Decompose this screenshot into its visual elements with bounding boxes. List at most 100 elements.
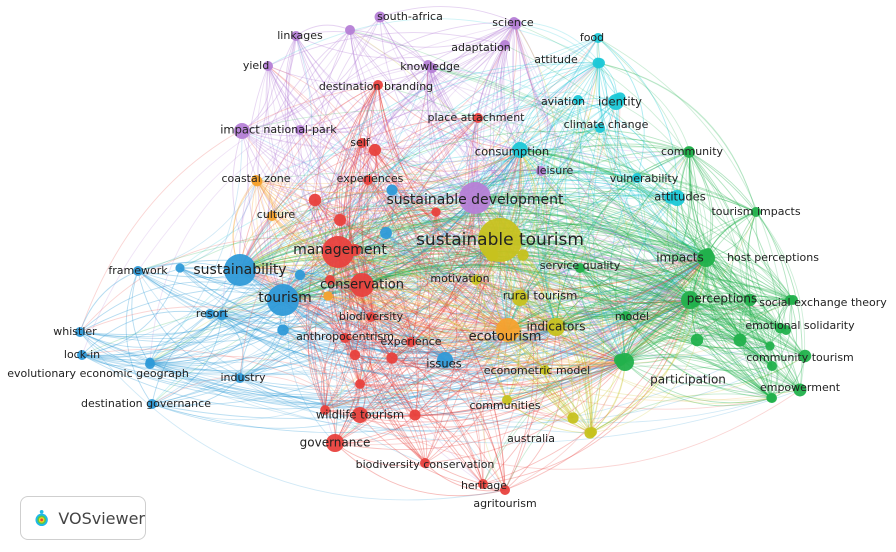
node-conservation[interactable] bbox=[350, 273, 374, 297]
node-motivation[interactable] bbox=[471, 275, 481, 285]
node-social-exchange-theory[interactable] bbox=[788, 295, 798, 305]
network-node[interactable] bbox=[690, 333, 704, 347]
node-framework[interactable] bbox=[133, 266, 143, 276]
node-knowledge[interactable] bbox=[423, 60, 433, 70]
network-node[interactable] bbox=[308, 193, 322, 207]
network-node[interactable] bbox=[765, 341, 775, 351]
node-national-park[interactable] bbox=[295, 125, 305, 135]
network-node[interactable] bbox=[431, 207, 441, 217]
network-node[interactable] bbox=[216, 309, 228, 321]
network-node[interactable] bbox=[355, 379, 365, 389]
network-node[interactable] bbox=[517, 249, 529, 261]
node-industry[interactable] bbox=[235, 373, 245, 383]
network-node[interactable] bbox=[386, 184, 398, 196]
network-edge bbox=[324, 322, 557, 411]
node-culture[interactable] bbox=[267, 211, 277, 221]
node-heritage[interactable] bbox=[478, 479, 488, 489]
node-anthropocentrism[interactable] bbox=[340, 333, 350, 343]
network-node[interactable] bbox=[793, 383, 807, 397]
node-yield[interactable] bbox=[263, 61, 273, 71]
node-lock-in[interactable] bbox=[77, 350, 87, 360]
node-food[interactable] bbox=[593, 33, 603, 43]
node-experience[interactable] bbox=[406, 337, 416, 347]
node-rural-tourism[interactable] bbox=[512, 290, 528, 306]
network-edge bbox=[221, 257, 707, 362]
node-community[interactable] bbox=[685, 147, 695, 157]
network-node[interactable] bbox=[409, 409, 421, 421]
network-node[interactable] bbox=[386, 352, 398, 364]
node-communities[interactable] bbox=[502, 395, 512, 405]
node-model[interactable] bbox=[621, 311, 631, 321]
node-attitudes[interactable] bbox=[669, 190, 685, 206]
network-node[interactable] bbox=[320, 405, 330, 415]
network-node[interactable] bbox=[323, 291, 333, 301]
node-evolutionary-economic-geograph[interactable] bbox=[145, 359, 155, 369]
node-climate-change[interactable] bbox=[595, 123, 605, 133]
network-edge bbox=[151, 314, 223, 405]
node-sustainable-tourism[interactable] bbox=[478, 218, 522, 262]
node-issues[interactable] bbox=[437, 352, 453, 368]
network-node[interactable] bbox=[798, 349, 812, 363]
network-edge bbox=[239, 269, 691, 358]
network-node[interactable] bbox=[333, 213, 347, 227]
node-place-attachment[interactable] bbox=[473, 113, 483, 123]
node-coastal-zone[interactable] bbox=[251, 175, 261, 185]
node-biodiversity[interactable] bbox=[366, 312, 376, 322]
network-node[interactable] bbox=[294, 269, 306, 281]
network-edge bbox=[285, 35, 301, 131]
network-node[interactable] bbox=[733, 333, 747, 347]
node-empowerment[interactable] bbox=[767, 393, 777, 403]
node-agritourism[interactable] bbox=[500, 485, 510, 495]
node-self[interactable] bbox=[357, 138, 367, 148]
node-destination-branding[interactable] bbox=[373, 80, 383, 90]
network-edge bbox=[435, 211, 626, 363]
network-edge bbox=[81, 151, 690, 376]
node-econometric-model[interactable] bbox=[540, 365, 550, 375]
node-consumption[interactable] bbox=[512, 142, 528, 158]
network-node[interactable] bbox=[349, 349, 361, 361]
node-tourism-impacts[interactable] bbox=[751, 207, 761, 217]
node-perceptions[interactable] bbox=[681, 291, 699, 309]
node-impact[interactable] bbox=[234, 123, 250, 139]
network-node[interactable] bbox=[567, 412, 579, 424]
node-aviation[interactable] bbox=[573, 95, 583, 105]
network-node[interactable] bbox=[380, 227, 392, 239]
node-tourism[interactable] bbox=[267, 284, 299, 316]
network-edge bbox=[267, 65, 412, 343]
label-motivation: motivation bbox=[430, 272, 489, 285]
node-governance[interactable] bbox=[326, 434, 344, 452]
node-australia[interactable] bbox=[587, 427, 597, 437]
network-node[interactable] bbox=[324, 274, 336, 286]
network-node[interactable] bbox=[743, 293, 757, 307]
network-node[interactable] bbox=[175, 263, 185, 273]
node-sustainable-development[interactable] bbox=[459, 182, 491, 214]
node-leisure[interactable] bbox=[536, 166, 546, 176]
node-resort[interactable] bbox=[205, 309, 215, 319]
node-attitude[interactable] bbox=[595, 58, 605, 68]
node-emotional-solidarity[interactable] bbox=[781, 325, 791, 335]
node-participation[interactable] bbox=[616, 353, 634, 371]
network-node[interactable] bbox=[277, 324, 289, 336]
node-science[interactable] bbox=[509, 17, 519, 27]
node-identity[interactable] bbox=[608, 94, 624, 110]
node-whistler[interactable] bbox=[75, 327, 85, 337]
node-south-africa[interactable] bbox=[345, 25, 355, 35]
node-indicators[interactable] bbox=[547, 318, 565, 336]
node-wildlife-tourism[interactable] bbox=[352, 407, 368, 423]
node-management[interactable] bbox=[322, 236, 354, 268]
node-biodiversity-conservation[interactable] bbox=[420, 458, 430, 468]
node-ecotourism[interactable] bbox=[496, 318, 520, 342]
node-destination-governance[interactable] bbox=[147, 399, 157, 409]
node-community-tourism[interactable] bbox=[767, 361, 777, 371]
node-service-quality[interactable] bbox=[575, 263, 585, 273]
vosviewer-badge[interactable]: VOSviewer bbox=[20, 496, 146, 540]
node-sustainability[interactable] bbox=[224, 254, 256, 286]
network-node[interactable] bbox=[368, 143, 382, 157]
node-adaptation[interactable] bbox=[500, 40, 510, 50]
node-experiences[interactable] bbox=[363, 175, 373, 185]
node-host-perceptions[interactable] bbox=[703, 248, 713, 258]
network-edge bbox=[623, 197, 671, 363]
node-vulnerability[interactable] bbox=[632, 173, 642, 183]
network-node[interactable] bbox=[374, 11, 386, 23]
node-linkages[interactable] bbox=[291, 31, 301, 41]
